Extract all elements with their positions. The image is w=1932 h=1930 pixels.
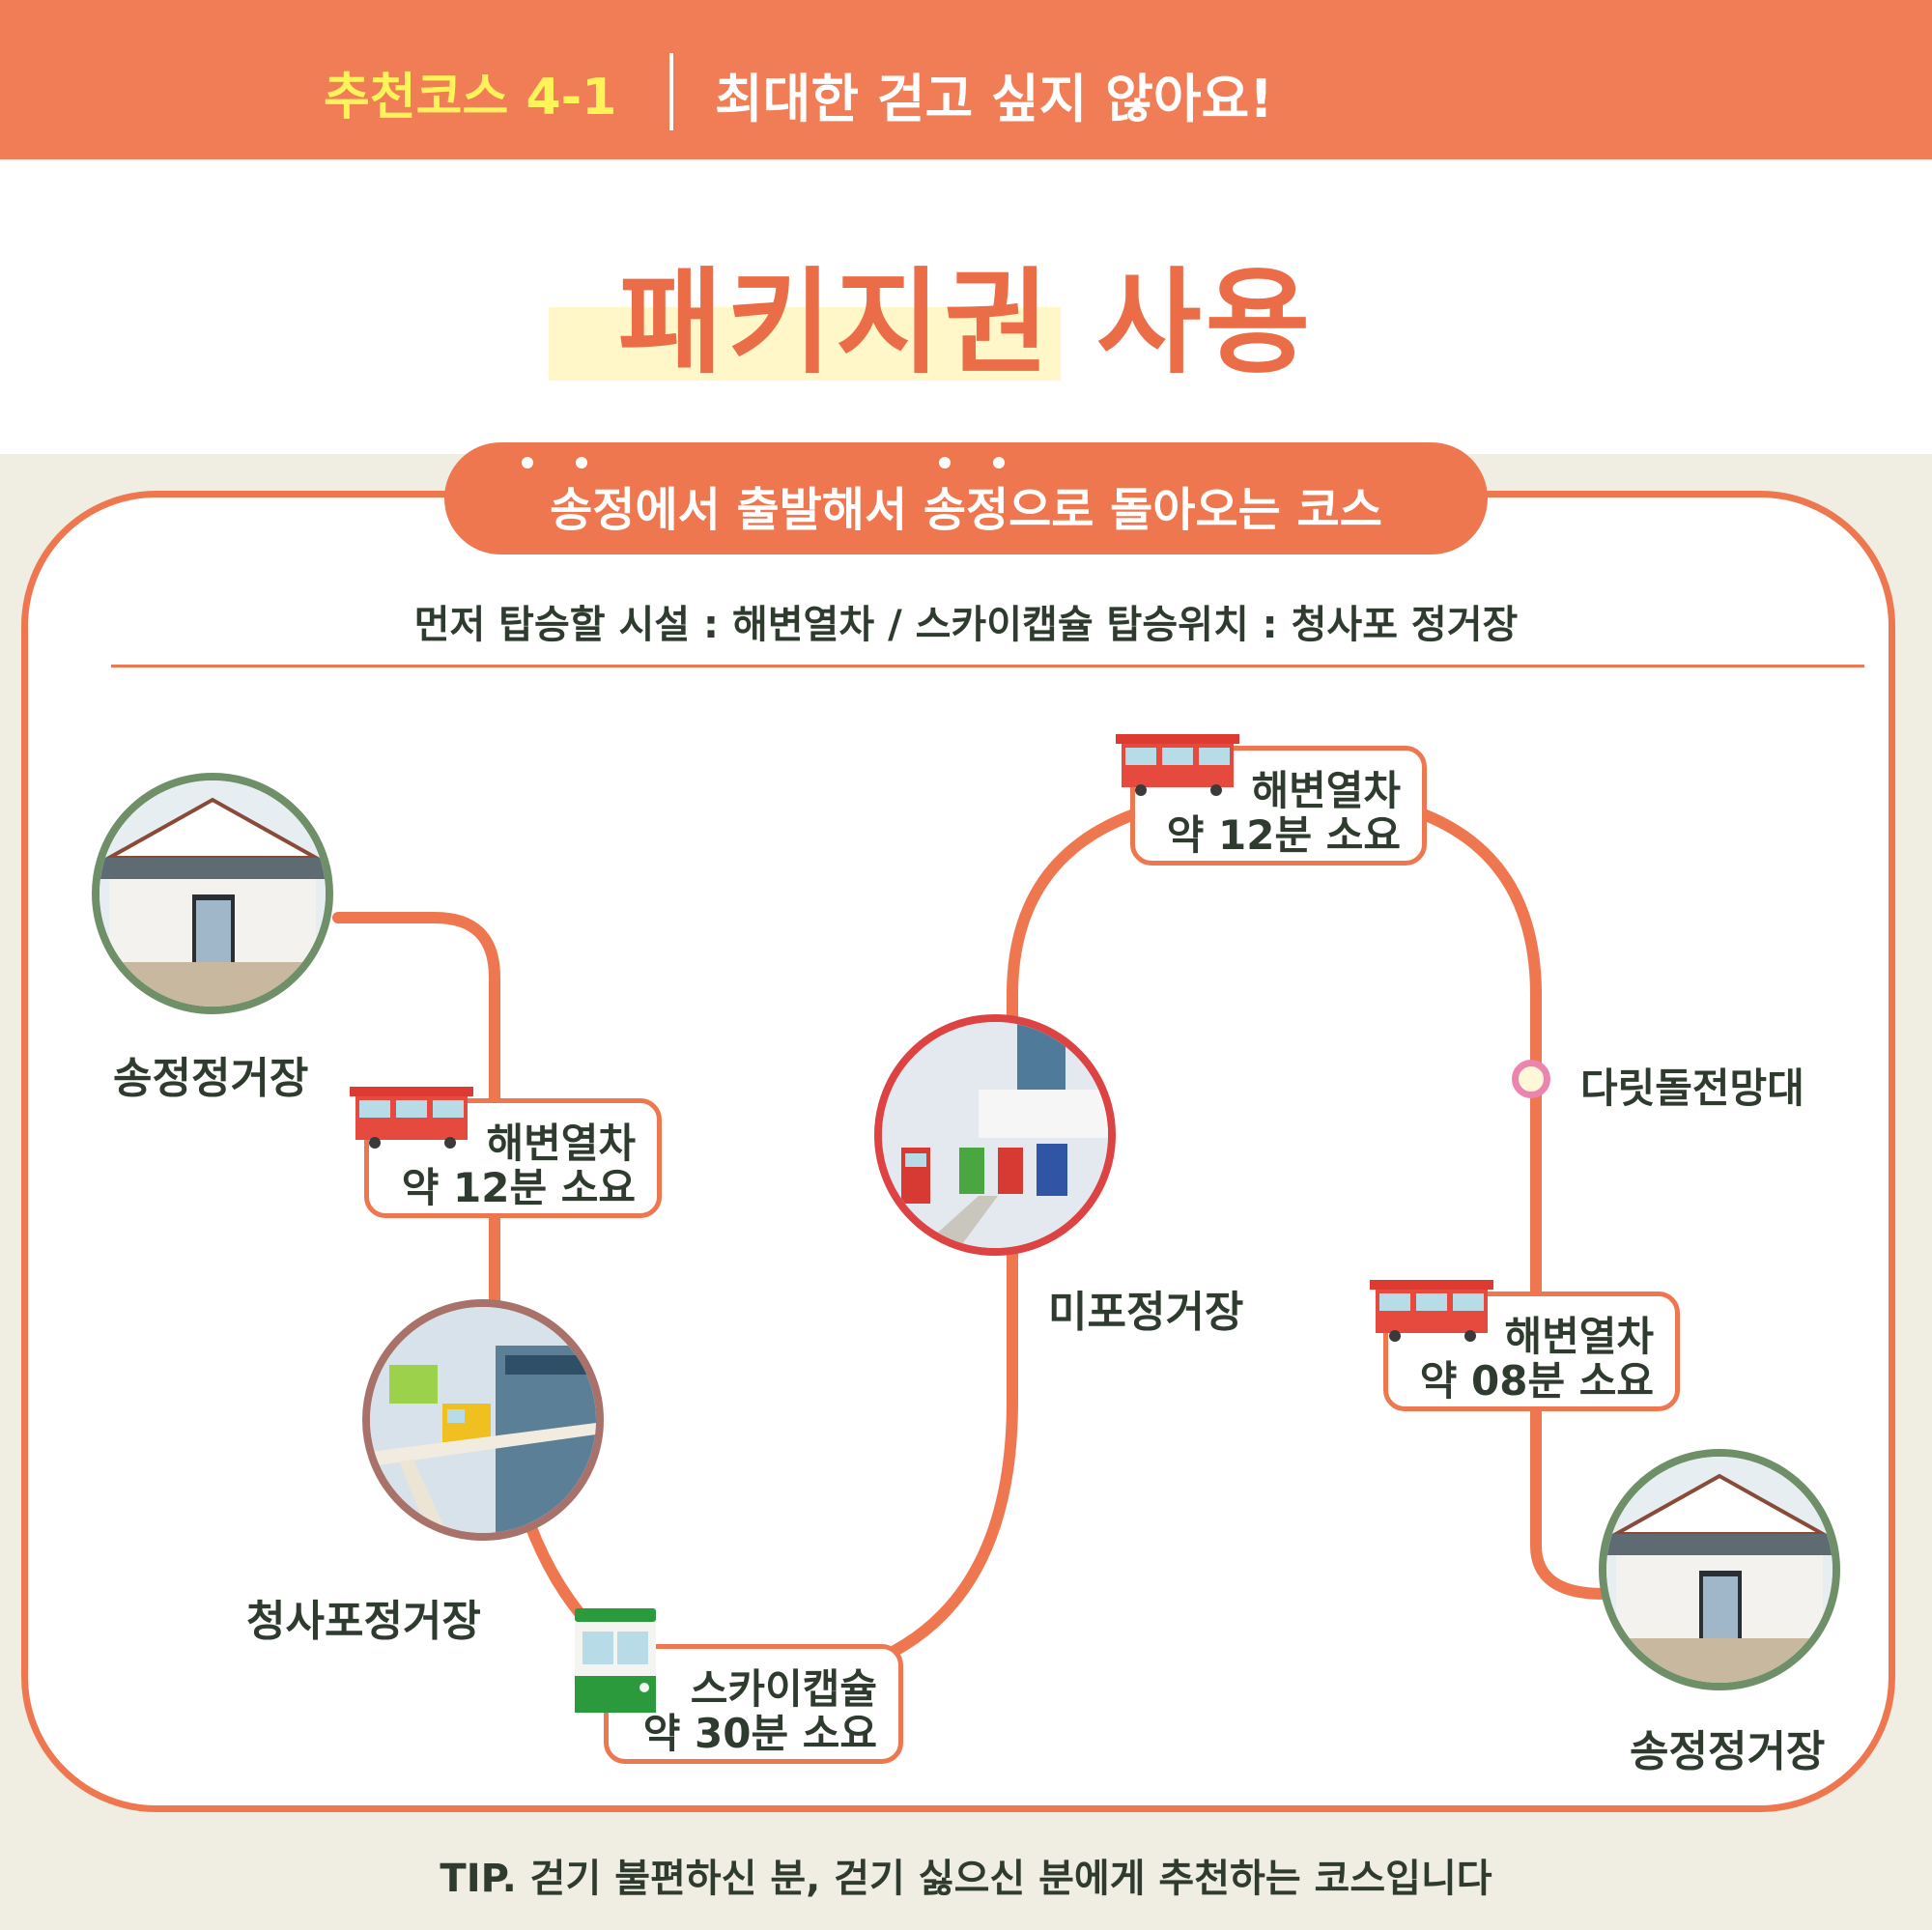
emphasis-dot xyxy=(576,457,587,468)
station-label-songjeong-end: 송정정거장 xyxy=(1624,1717,1832,1782)
route-title-pill xyxy=(444,442,1488,554)
ride-name: 스카이캡슐 xyxy=(690,1665,877,1713)
course-label: 추천코스 4-1 xyxy=(324,69,617,127)
viewpoint-marker xyxy=(1512,1060,1550,1098)
first-boarding-info: 먼저 탑승할 시설 : 해변열차 / 스카이캡슐 탑승위치 : 청사포 정거장 xyxy=(413,603,1519,647)
ride-name: 해변열차 xyxy=(486,1120,636,1167)
ride-info-sky-capsule: 스카이캡슐 약 30분 소요 xyxy=(604,1644,903,1764)
songjeong-station-photo xyxy=(92,773,333,1014)
emphasis-dot xyxy=(939,457,951,468)
station-label-mipo: 미포정거장 xyxy=(1042,1277,1250,1343)
emphasis-dot xyxy=(993,457,1005,468)
sky-capsule-icon xyxy=(575,1608,656,1713)
tip-text: TIP. 걷기 불편하신 분, 걷기 싫으신 분에게 추천하는 코스입니다 xyxy=(440,1857,1492,1901)
ride-name: 해변열차 xyxy=(1504,1313,1654,1360)
ride-name: 해변열차 xyxy=(1251,767,1401,814)
viewpoint-label: 다릿돌전망대 xyxy=(1580,1064,1804,1112)
title-highlight xyxy=(549,307,1061,381)
ride-duration: 약 12분 소요 xyxy=(1166,811,1401,859)
songjeong-end-station-photo xyxy=(1599,1449,1840,1690)
header-divider xyxy=(669,53,673,130)
station-label-songjeong-start: 송정정거장 xyxy=(107,1043,315,1109)
beach-train-icon xyxy=(350,1087,473,1149)
ride-duration: 약 30분 소요 xyxy=(642,1710,877,1757)
header-tagline: 최대한 걷고 싶지 않아요! xyxy=(715,69,1273,129)
beach-train-icon xyxy=(1370,1280,1493,1342)
header-banner xyxy=(0,0,1932,159)
ride-duration: 약 12분 소요 xyxy=(401,1164,636,1211)
route-title: 송정에서 출발해서 송정으로 돌아오는 코스 xyxy=(550,483,1382,537)
station-label-cheongsapo: 청사포정거장 xyxy=(241,1586,487,1652)
beach-train-icon xyxy=(1116,734,1239,796)
mipo-station-photo xyxy=(874,1014,1116,1256)
subtitle-divider xyxy=(111,665,1864,667)
cheongsapo-station-photo xyxy=(362,1299,604,1541)
page-title: 패키지권 사용 xyxy=(617,256,1315,389)
ride-duration: 약 08분 소요 xyxy=(1419,1357,1654,1405)
emphasis-dot xyxy=(522,457,533,468)
